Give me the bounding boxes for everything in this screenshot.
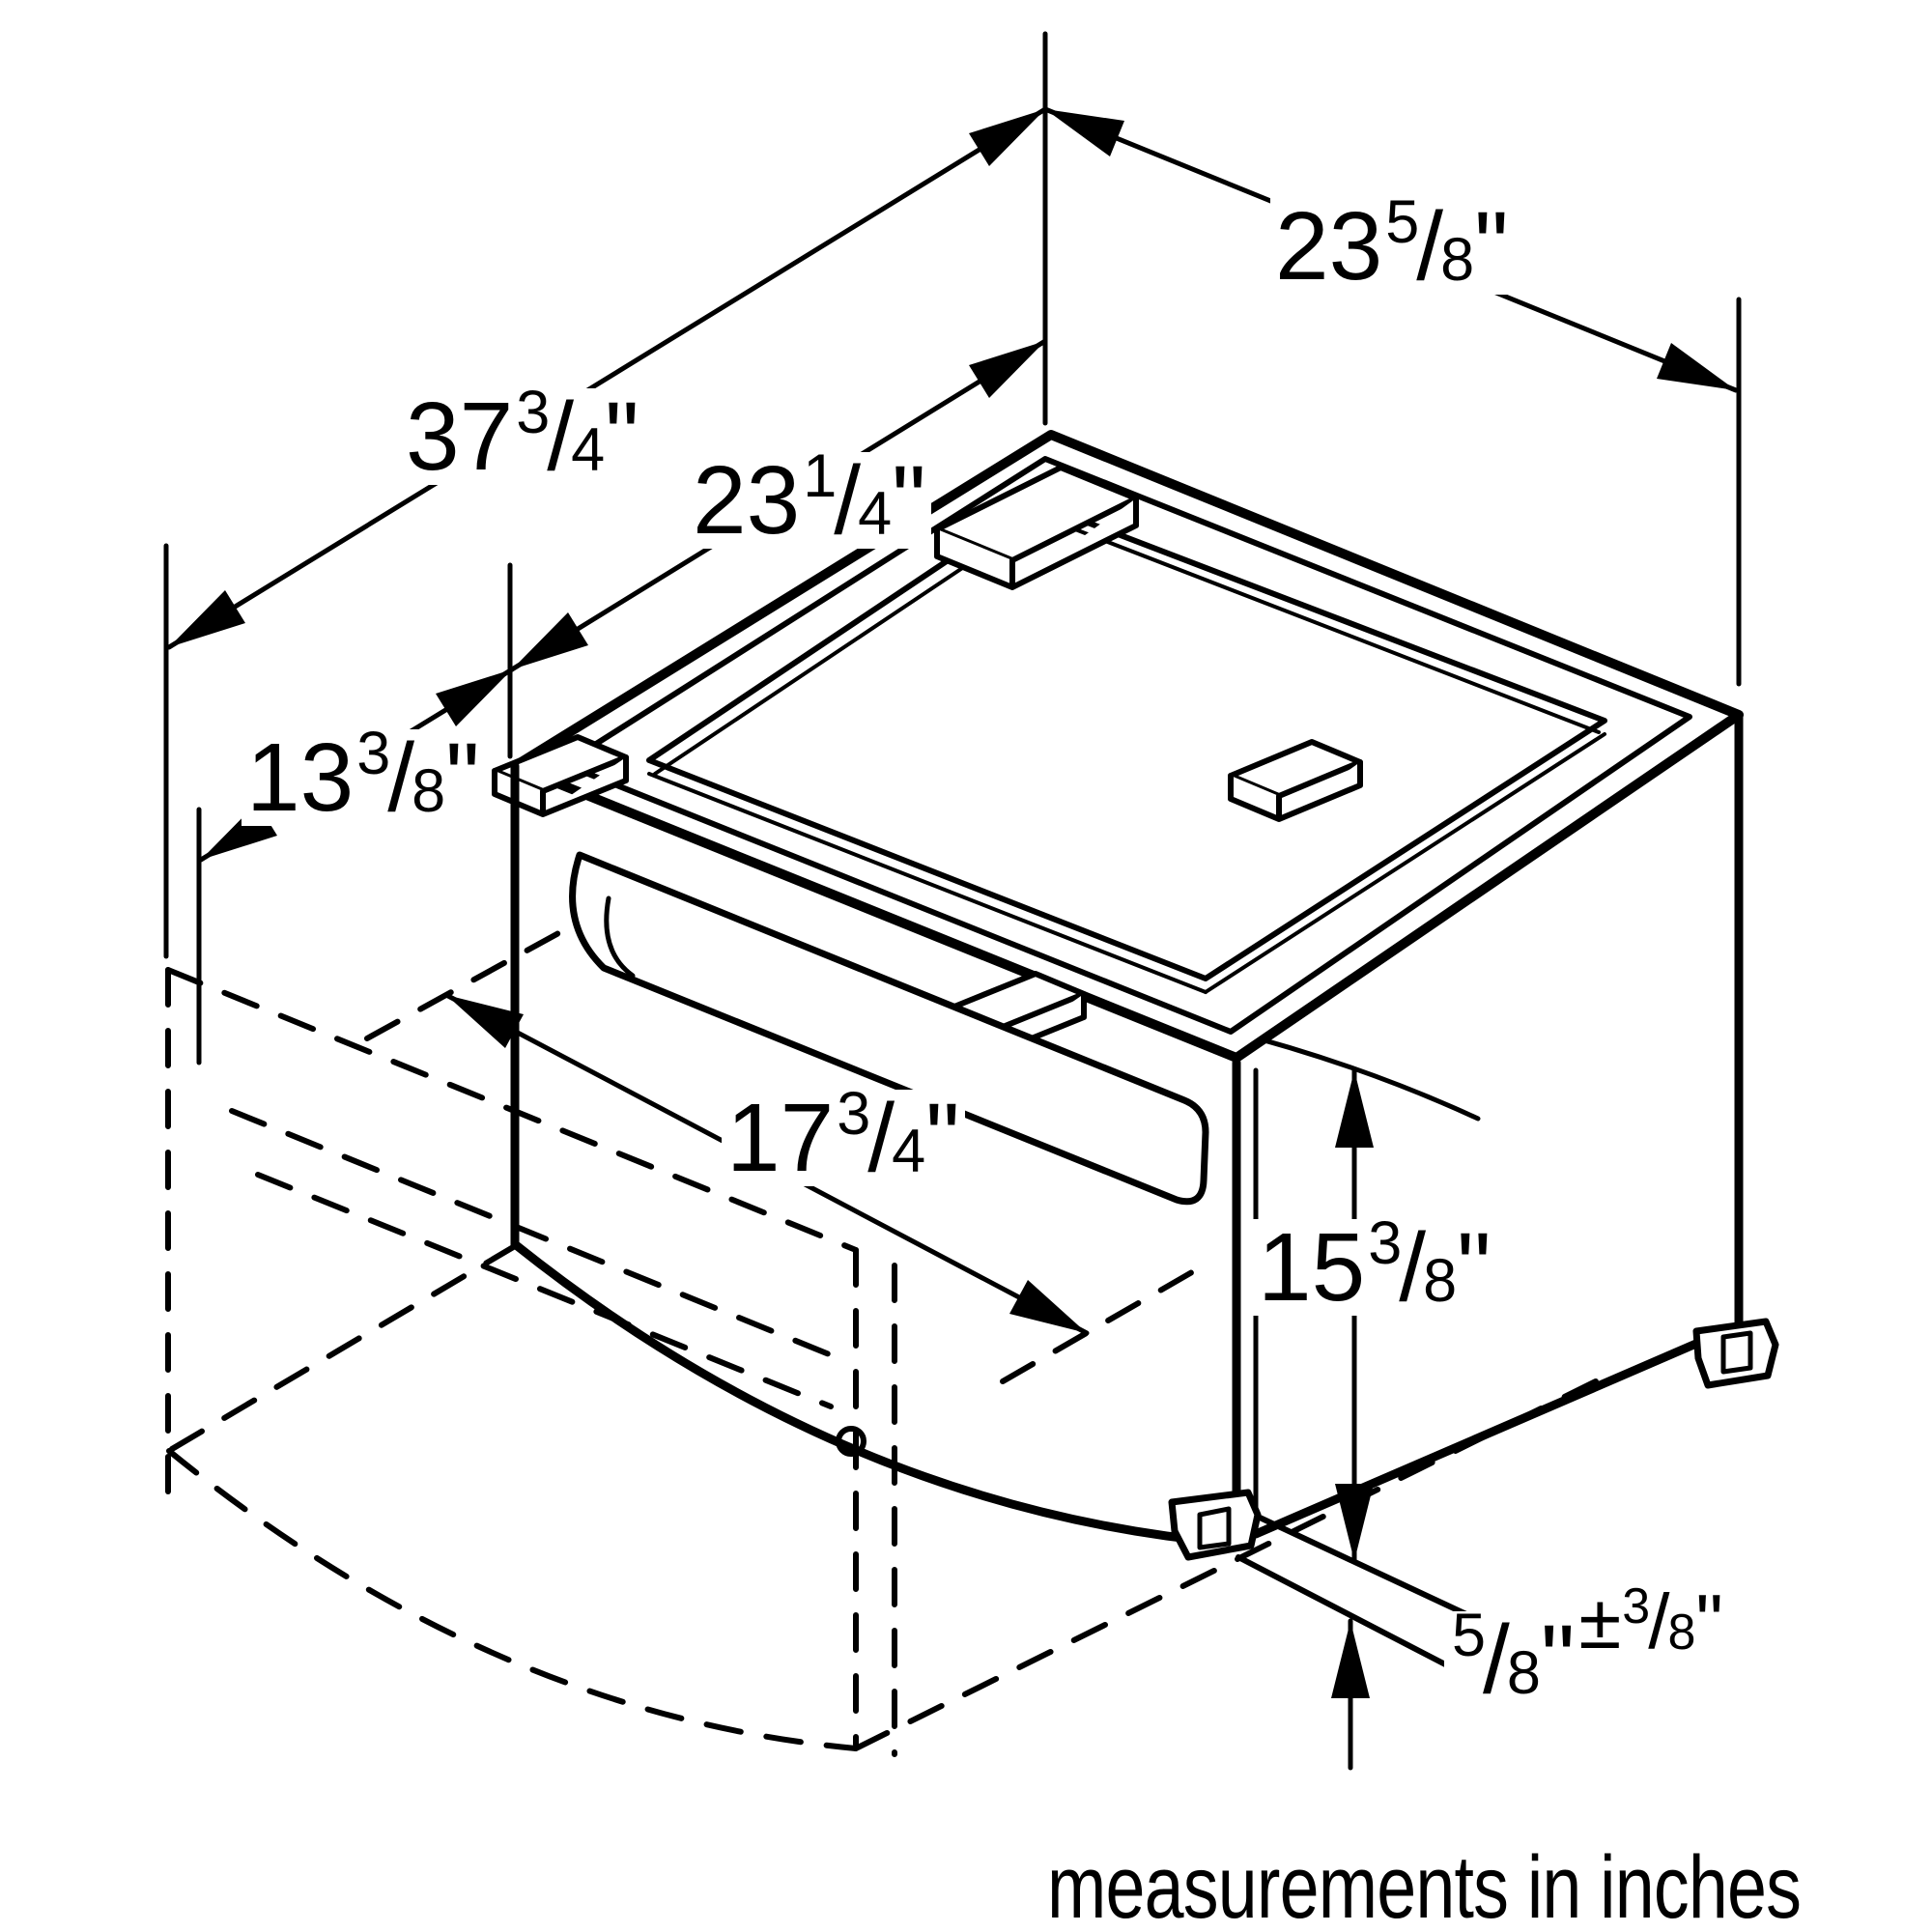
recess-wall-front-left xyxy=(647,772,1208,994)
dim-frac-num: 3 xyxy=(1622,1578,1651,1634)
dim-frac-slash: / xyxy=(867,1084,895,1192)
dim-whole: 37 xyxy=(406,383,514,491)
dim-frac-den: 8 xyxy=(1667,1605,1696,1661)
units-note: measurements in inches xyxy=(1047,1838,1802,1932)
arrowhead xyxy=(169,590,245,647)
dim-frac-slash: / xyxy=(547,383,575,491)
pedestal-body xyxy=(492,430,1779,1561)
dim-frac-num: 3 xyxy=(356,720,391,787)
foot-plane-line-lower xyxy=(1236,1554,1452,1669)
dim-unit: " xyxy=(445,724,480,832)
arrowhead xyxy=(1009,1280,1087,1333)
tolerance-plus-minus: ± xyxy=(1578,1578,1622,1664)
dim-tolerance: ±3/8" xyxy=(1578,1578,1722,1664)
handle-inner-line xyxy=(636,980,1142,1186)
arrowhead xyxy=(1335,1070,1374,1148)
dim-label-17-3-4: 173/4" xyxy=(722,1084,965,1186)
dim-label-5-8-tolerance: 5/8"±3/8" xyxy=(1444,1581,1728,1708)
dim-frac-den: 4 xyxy=(858,480,893,548)
dim-whole: 17 xyxy=(726,1084,835,1192)
dim-whole: 15 xyxy=(1258,1213,1366,1321)
right-side-panel xyxy=(1251,710,1744,1539)
dim-label-13-3-8: 133/8" xyxy=(242,724,485,826)
drawer-front-hole xyxy=(836,1426,867,1457)
front-foot xyxy=(1168,1489,1262,1561)
handle-recess xyxy=(569,851,1209,1206)
top-face-rim-inner-edge xyxy=(561,456,1692,1035)
dim-frac-slash: / xyxy=(387,724,415,832)
dim-frac-num: 3 xyxy=(1368,1209,1403,1277)
recess-wall-front-right xyxy=(1204,732,1606,994)
dim-frac-num: 1 xyxy=(803,442,838,510)
dim-whole: 23 xyxy=(693,446,801,554)
arrowhead xyxy=(969,109,1045,166)
dim-frac-slash: / xyxy=(1648,1578,1670,1664)
dim-label-15-3-8: 153/8" xyxy=(1253,1213,1496,1316)
dashed-drawer-handle-top xyxy=(229,1108,841,1361)
dashed-guide-bottom-left xyxy=(169,1243,518,1452)
dim-label-23-1-4: 231/4" xyxy=(688,446,931,549)
arrowhead xyxy=(446,995,524,1048)
dashed-plane-travel-start xyxy=(364,919,582,1041)
dim-unit: " xyxy=(1474,192,1509,300)
arrowhead xyxy=(512,612,588,669)
dim-frac-num: 3 xyxy=(837,1080,871,1148)
dim-unit: " xyxy=(1457,1213,1492,1321)
right-bottom-edge xyxy=(1251,1322,1739,1539)
corner-block-back xyxy=(934,465,1139,590)
extension-lines xyxy=(163,31,1742,1065)
arrowhead xyxy=(1657,343,1736,390)
arrowhead xyxy=(1331,1621,1370,1698)
corner-blocks xyxy=(492,465,1363,1053)
dim-frac-den: 8 xyxy=(1440,226,1475,294)
dim-unit: " xyxy=(925,1084,960,1192)
top-face-outer-rim xyxy=(510,430,1744,1063)
dim-unit: " xyxy=(1695,1578,1723,1664)
dim-unit: " xyxy=(1540,1605,1576,1714)
dim-frac-num: 3 xyxy=(516,379,551,446)
top-face-recess-platform xyxy=(646,499,1607,981)
dim-frac-slash: / xyxy=(1483,1605,1510,1714)
recess-wall-back-right xyxy=(1038,514,1601,734)
handle-inner-curl xyxy=(604,895,636,979)
arrowhead xyxy=(969,341,1045,398)
dashed-drawer-bottom-curve xyxy=(166,1448,859,1751)
drawer-front xyxy=(510,761,1259,1548)
dim-frac-den: 8 xyxy=(412,757,446,825)
corner-block-right xyxy=(1228,739,1363,822)
arrowhead xyxy=(1045,109,1124,156)
feet xyxy=(1168,1318,1779,1561)
dim-label-23-5-8: 235/8" xyxy=(1270,192,1514,295)
right-foot xyxy=(1692,1318,1779,1389)
dashed-plane-travel-end xyxy=(1000,1263,1207,1384)
dim-whole: 23 xyxy=(1275,192,1383,300)
dim-frac-num: 5 xyxy=(1385,188,1420,256)
dim-line-37-3-4 xyxy=(166,106,1048,650)
arrowhead xyxy=(436,669,512,726)
dim-frac-den: 8 xyxy=(1423,1247,1458,1315)
front-bottom-curve xyxy=(510,1239,1241,1548)
dim-frac-slash: / xyxy=(1416,192,1444,300)
dim-frac-slash: / xyxy=(1399,1213,1427,1321)
dashed-drawer-handle-bottom xyxy=(255,1172,834,1409)
dim-unit: " xyxy=(892,446,926,554)
dim-whole: 13 xyxy=(246,724,355,832)
dim-frac-den: 4 xyxy=(892,1118,926,1185)
dim-frac-den: 4 xyxy=(571,416,606,484)
dim-frac-num: 5 xyxy=(1452,1602,1487,1669)
dim-label-37-3-4: 373/4" xyxy=(401,383,644,485)
dim-unit: " xyxy=(605,383,639,491)
dim-frac-slash: / xyxy=(834,446,862,554)
dim-frac-den: 8 xyxy=(1506,1639,1541,1707)
